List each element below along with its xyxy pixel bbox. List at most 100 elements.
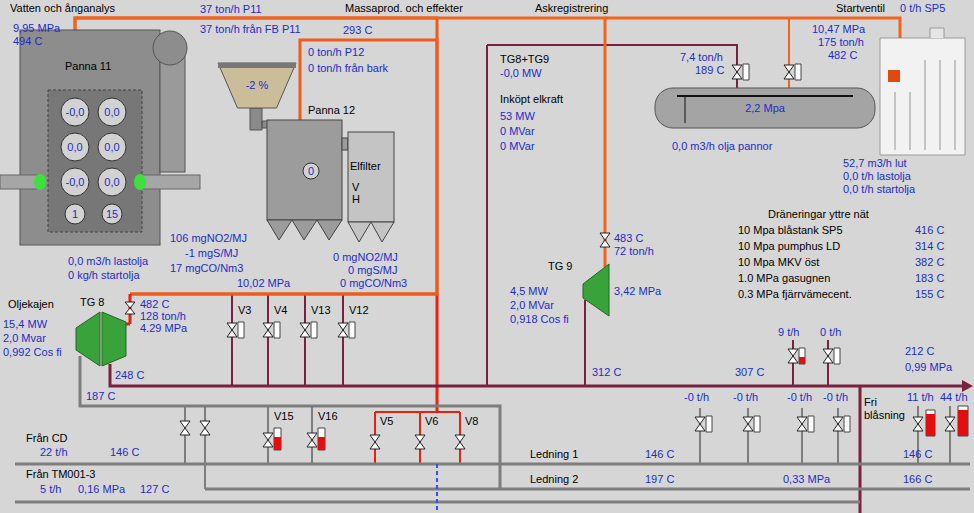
value-label: 0,99 MPa [905, 361, 952, 374]
caption-label: V16 [318, 410, 338, 423]
node-label: 0,0 [67, 141, 82, 154]
flow-arrow [962, 380, 973, 392]
turbine-generator: TG 9 [545, 258, 613, 320]
node-label: 1 [72, 208, 78, 221]
valve-symbol [600, 233, 610, 247]
value-label: 127 C [140, 483, 169, 496]
value-label: 482 C [828, 49, 857, 62]
value-label: 155 C [915, 288, 944, 301]
caption-label: Oljekajen [8, 298, 54, 311]
burner-indicator: 0,0 [97, 132, 127, 162]
value-label: 416 C [915, 224, 944, 237]
burner-circle [98, 168, 126, 196]
steam-pipe [130, 40, 437, 294]
tank-level [677, 95, 853, 97]
value-label: 0 t/h [820, 326, 841, 339]
value-label: 146 C [110, 446, 139, 459]
burner-panel [48, 90, 142, 232]
fuel-port [140, 175, 200, 189]
value-label: 0,0 t/h startolja [843, 183, 915, 196]
burner-indicator: 0,0 [97, 167, 127, 197]
value-label: 0,918 Cos fi [510, 313, 569, 326]
value-label: 0,0 m3/h olja pannor [672, 140, 772, 153]
value-label: 0 kg/h startolja [68, 269, 140, 282]
turbine-stage [102, 312, 126, 366]
node-label: 0,0 [104, 176, 119, 189]
value-label: 183 C [915, 272, 944, 285]
caption-label: Massaprod. och effekter [345, 2, 463, 15]
steam-header [605, 18, 900, 38]
burner-indicator: -0,0 [60, 97, 90, 127]
caption-label: TG8+TG9 [500, 53, 549, 66]
value-label: 9 t/h [778, 326, 799, 339]
flue-duct [342, 138, 348, 150]
burner-circle [65, 204, 85, 224]
port-lamp [34, 174, 46, 190]
caption-label: V6 [425, 415, 438, 428]
value-label: 37 ton/h P11 [200, 3, 262, 16]
value-label: -1 mgS/MJ [185, 247, 238, 260]
low-pressure-main [110, 364, 962, 513]
value-label: 44 t/h [940, 391, 968, 404]
value-label: 5 t/h [40, 483, 61, 496]
furnace-body [267, 120, 342, 220]
value-label: 22 t/h [40, 446, 68, 459]
value-label: 482 C [140, 298, 169, 311]
caption-label: V12 [349, 304, 369, 317]
burner-circle [98, 98, 126, 126]
fuel-hopper: -2 % [218, 63, 296, 108]
burner-indicator: -0,0 [60, 167, 90, 197]
burner-circle [61, 98, 89, 126]
node-label: 15 [106, 208, 118, 221]
hopper-rim [218, 63, 296, 68]
caption-label: Fri blåsning [864, 396, 912, 422]
burner-circle [61, 168, 89, 196]
burner-circle [102, 204, 122, 224]
node-label: TG 9 [548, 260, 572, 273]
burner-circle [61, 133, 89, 161]
value-label: 187 C [86, 390, 115, 403]
tank-level [685, 96, 686, 123]
burner-indicator: 0 [302, 162, 320, 180]
electrofilter-body [348, 132, 394, 222]
value-label: 52,7 m3/h lut [843, 157, 907, 170]
caption-label: V13 [311, 304, 331, 317]
caption-label: 10 Mpa MKV öst [738, 256, 819, 269]
caption-label: Ledning 1 [530, 448, 578, 461]
caption-label: V [352, 181, 359, 194]
node-label: -0,0 [66, 176, 85, 189]
value-label: 146 C [645, 448, 674, 461]
value-label: 17 mgCO/Nm3 [170, 262, 243, 275]
value-label: 0 mgCO/Nm3 [340, 277, 407, 290]
node-label: 0 [308, 165, 314, 178]
turbine-stage [583, 264, 609, 316]
electrofilter-hoppers [348, 222, 394, 242]
caption-label: V15 [274, 410, 294, 423]
turbine-stage [76, 312, 100, 366]
boiler-flue [160, 52, 185, 172]
value-label: 212 C [905, 345, 934, 358]
node-label: 0,0 [104, 141, 119, 154]
value-label: 0 MVar [500, 140, 535, 153]
recovery-building [880, 38, 965, 155]
node-label: Panna 11 [65, 60, 111, 73]
boiler-unit: 0Panna 12 [262, 100, 397, 245]
valve-symbols [180, 65, 955, 449]
caption-label: 10 Mpa blåstank SP5 [738, 224, 843, 237]
valve-position-fill [274, 357, 968, 450]
node-label: 0,0 [104, 106, 119, 119]
furnace-hoppers [267, 220, 342, 240]
value-label: 10,02 MPa [237, 277, 290, 290]
turbine-generator: TG 8 [70, 294, 135, 368]
value-label: 175 ton/h [818, 36, 864, 49]
port-lamp [134, 174, 146, 190]
feed-neck [250, 108, 268, 130]
burner-indicator: 15 [101, 203, 123, 225]
value-label: 128 ton/h [140, 310, 186, 323]
caption-label: V3 [238, 304, 251, 317]
value-label: 72 ton/h [614, 245, 654, 258]
value-label: 10,47 MPa [812, 23, 865, 36]
condensate-pipes [15, 356, 970, 502]
boiler-unit: -0,0 0,0 0,0 0,0 -0,0 0,0 1 15 Panna 11 [20, 30, 190, 245]
caption-label: Askregistrering [535, 2, 608, 15]
